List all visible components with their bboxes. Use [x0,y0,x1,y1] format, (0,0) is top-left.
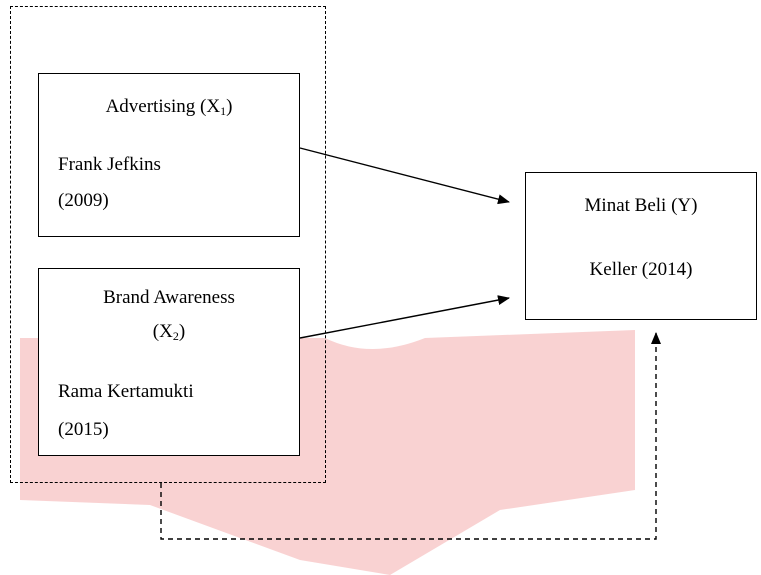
box-advertising-x1: Advertising (X1) Frank Jefkins (2009) [38,73,300,237]
x1-year: (2009) [58,190,109,211]
x2-title-line1: Brand Awareness [103,287,235,308]
x2-author: Rama Kertamukti [58,381,194,402]
y-author: Keller (2014) [589,259,693,280]
x2-title-line2: (X2) [152,321,186,343]
x1-author: Frank Jefkins [58,154,161,175]
x1-title: Advertising (X1) [105,96,233,118]
x2-year: (2015) [58,419,109,440]
y-title: Minat Beli (Y) [584,195,698,216]
box-minat-beli-y: Minat Beli (Y) Keller (2014) [525,172,757,320]
box-brand-awareness-x2: Brand Awareness (X2) Rama Kertamukti (20… [38,268,300,456]
